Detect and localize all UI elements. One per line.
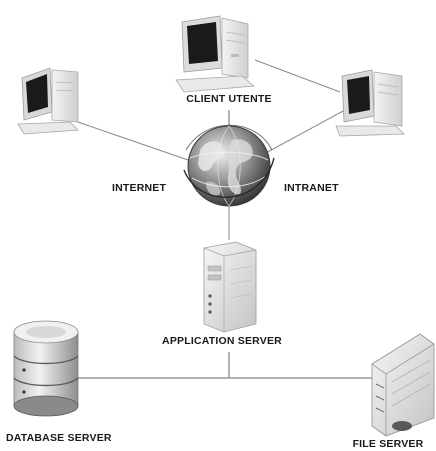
label-intranet: INTRANET xyxy=(284,182,339,194)
database-icon xyxy=(13,320,79,417)
monitor-screen xyxy=(26,74,48,113)
client-right-computer xyxy=(335,69,405,137)
tower-case xyxy=(221,17,249,79)
tower-server-icon xyxy=(203,241,257,333)
label-internet: INTERNET xyxy=(112,182,166,194)
file-server-icon xyxy=(371,333,435,437)
label-database-server: DATABASE SERVER xyxy=(6,432,112,444)
label-application-server: APPLICATION SERVER xyxy=(162,335,282,347)
connection-lines xyxy=(71,59,382,379)
link-client-top-client-right xyxy=(254,59,341,93)
label-file-server: FILE SERVER xyxy=(353,438,424,450)
label-client-utente: CLIENT UTENTE xyxy=(186,93,271,105)
link-client-left-globe xyxy=(71,119,189,161)
client-top-computer xyxy=(175,15,256,93)
link-client-right-globe xyxy=(261,109,346,156)
client-left-computer xyxy=(17,67,79,135)
globe-icon xyxy=(183,124,275,207)
keyboard xyxy=(175,75,256,93)
monitor-screen xyxy=(187,22,218,64)
monitor-screen xyxy=(347,76,370,114)
